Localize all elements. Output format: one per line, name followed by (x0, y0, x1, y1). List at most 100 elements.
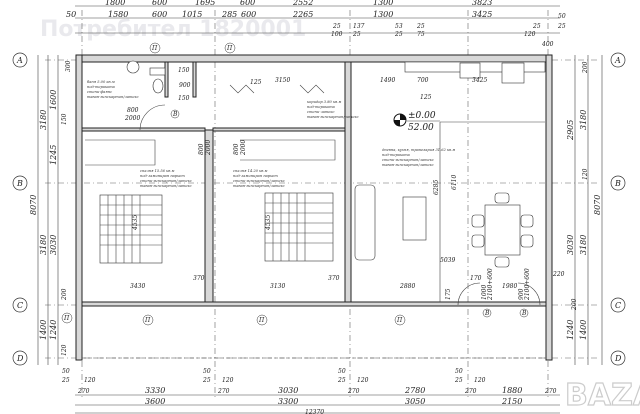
room-bedroom2-name: спалня 14.20 кв.м (233, 169, 267, 173)
drawing-line (149, 67, 166, 76)
drawing-line (520, 214, 534, 228)
dimension-label: 50 (62, 368, 70, 375)
dimension-label: 800 (198, 143, 205, 155)
corridor-wall (212, 127, 346, 132)
left-dimensions: 8070 3180 3180 1400 1600 1245 3030 1240 … (29, 55, 72, 365)
dimension-label: 50 (558, 13, 566, 20)
dimension-label: 800 (233, 143, 240, 155)
drawing-line (610, 175, 626, 191)
room-labels: баня 5.00 кв.м под-теракота стени-фаянс … (87, 80, 455, 188)
dimension-label: 3330 (145, 386, 165, 395)
wardrobe (85, 139, 156, 166)
dimension-label: 600 (241, 10, 256, 19)
bottom-dimensions: 270 3330 270 3030 270 2780 270 1880 270 … (61, 368, 560, 414)
door-tags: 800 2000 B 800 2000 800 2000 1000 2100+6… (124, 107, 531, 318)
drawing-line (520, 234, 534, 248)
drawing-line (224, 42, 236, 54)
dimension-label: 1300 (373, 0, 393, 7)
dimension-label: 170 (470, 275, 482, 282)
dimension-label: 270 (217, 388, 230, 395)
interior-dimensions: 3150 1490 3425 150 150 900 125 125 700 6… (130, 67, 517, 300)
drawing-line (240, 139, 336, 161)
dimension-label: 4535 (132, 215, 139, 231)
dimension-label: 120 (357, 377, 369, 384)
dimension-label: 2880 (399, 283, 415, 290)
dimension-label: 3300 (278, 397, 298, 406)
dimension-label: 3425 (472, 77, 487, 84)
dimension-label: 3180 (579, 235, 588, 255)
dimension-label: 2000 (124, 115, 140, 122)
dimension-label: 900 (518, 288, 525, 300)
bedroom-1-furniture (85, 139, 163, 264)
dimension-label: 25 (352, 31, 361, 38)
bath-wall (81, 127, 206, 132)
dimension-label: таван-гипскартон/латекс (233, 184, 285, 188)
living-partition (344, 61, 352, 303)
walls (75, 54, 553, 361)
dimension-label: 120 (524, 31, 536, 38)
dimension-label: 2100+600 (524, 268, 531, 301)
dimension-label: П (144, 317, 151, 324)
dimension-label: П (63, 315, 70, 322)
dimension-label: 270 (544, 388, 557, 395)
dimension-label: 200 (61, 288, 68, 301)
drawing-line (265, 193, 333, 261)
drawing-line (142, 314, 154, 326)
dimension-label: 50 (66, 10, 76, 19)
dimension-label: 50 (203, 368, 211, 375)
dimension-label: 2000 (205, 140, 212, 156)
room-bathroom-name: баня 5.00 кв.м (87, 80, 115, 84)
axis-c-label-right: C (615, 301, 621, 310)
dimension-label: B (484, 310, 490, 317)
coffee-table-icon (402, 196, 427, 241)
dimension-label: 3030 (49, 235, 58, 255)
dimension-label: 150 (178, 95, 190, 102)
dimension-label: 2100+600 (487, 268, 494, 301)
dimension-label: 2905 (566, 120, 575, 141)
dimension-label: таван-гипскартон/латекс (307, 115, 359, 119)
dimension-label: 3130 (270, 283, 285, 290)
drawing-line (170, 109, 180, 119)
dimension-label: 25 (394, 31, 403, 38)
axis-b-label-right: B (614, 179, 621, 188)
dimension-label: 120 (61, 344, 68, 356)
dimension-label: стени-латекс (307, 110, 335, 114)
dimension-label: 120 (222, 377, 234, 384)
bath-door-swing (139, 104, 166, 131)
dimension-label: 25 (454, 377, 463, 384)
drawing-line (149, 42, 161, 54)
dimension-label: 1015 (182, 10, 202, 19)
dimension-label: 137 (353, 23, 365, 30)
dimension-label: 1695 (195, 0, 215, 7)
stove-icon (501, 62, 525, 84)
dimension-label: П (258, 317, 265, 324)
dimension-label: стени-гипскартон/латекс (382, 158, 434, 162)
dimension-label: 3180 (39, 235, 48, 255)
dimension-label: 75 (417, 31, 425, 38)
dimension-label: 125 (420, 94, 432, 101)
dimension-label: 200 (582, 61, 589, 74)
bedroom-partition (204, 129, 214, 303)
dimension-label: 1800 (105, 0, 125, 7)
dimension-label: 120 (474, 377, 486, 384)
dimension-label: таван-гипскартон/латекс (382, 163, 434, 167)
room-bedroom1-name: спалня 15.56 кв.м (140, 169, 174, 173)
dimension-label: 1240 (566, 320, 575, 340)
dimension-label: 600 (152, 10, 167, 19)
dimension-label: 125 (250, 79, 262, 86)
dimension-label: 120 (84, 377, 96, 384)
drawing-line (394, 314, 406, 326)
dimension-label: стени-гипскартон/латекс (233, 179, 285, 183)
axis-d-label-right: D (614, 354, 622, 363)
dimension-label: 220 (552, 271, 565, 278)
dimension-label: 400 (541, 41, 554, 48)
dimension-label: 8070 (593, 195, 602, 215)
dimension-label: 3180 (579, 110, 588, 130)
dimension-label: 50 (338, 368, 346, 375)
axis-c-label: C (17, 301, 23, 310)
dimension-label: 6285 (433, 180, 440, 195)
dimension-label: под-теракота (87, 85, 115, 89)
dimension-label: 1580 (108, 10, 128, 19)
dimension-label: 1600 (49, 90, 58, 110)
dimension-label: таван-гипскартон/латекс (140, 184, 192, 188)
